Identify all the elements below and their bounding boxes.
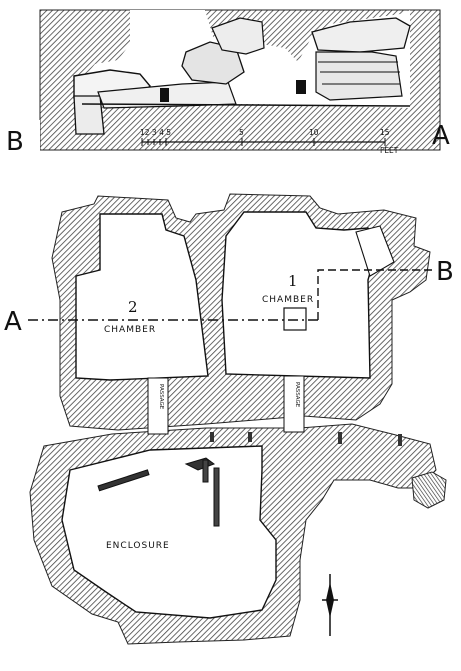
wall-stone [338,432,342,444]
section-label-right: A [432,121,450,151]
ground-plan [29,193,447,645]
enclosure-stone-3 [213,467,220,527]
passage-left-label: PASSAGE [158,384,164,410]
section-mid-stone [181,41,245,85]
passage-left-gap [147,377,169,435]
section-line-a-label: A [4,307,22,337]
scale-bar [141,138,386,146]
scale-unit: FEET [380,146,399,155]
section-upper-stone [211,17,265,55]
passage-right-gap [283,375,305,433]
wall-stone [210,432,214,442]
section-line-b [317,269,432,320]
chamber-2-number: 2 [128,298,138,316]
wall-stone [398,434,402,446]
enclosure-stone-4 [202,459,209,483]
section-line-b-label: B [436,257,454,287]
chamber-1-number: 1 [288,272,298,290]
section-elevation [39,9,441,151]
section-left-block [73,95,105,135]
scale-tick-10: 10 [309,128,319,137]
scale-tick-0: 12 3 4 5 [140,128,171,137]
chamber-1-pillar [283,307,307,331]
chamber-1-recess [355,225,395,277]
section-opening-right [296,80,306,94]
chamber-1-label: CHAMBER [262,295,314,305]
section-right-capstone [311,17,411,53]
section-right-stack [315,51,403,101]
north-arrow-icon [322,574,338,636]
scale-tick-5: 5 [239,128,244,137]
section-label-left: B [6,127,24,157]
wall-stone [248,432,252,442]
section-lines [28,269,432,321]
plan-outlying-stone [411,471,447,509]
passage-right-label: PASSAGE [294,382,300,408]
enclosure-stone-1 [97,469,150,492]
chamber-2-label: CHAMBER [104,325,156,335]
enclosure-floor [61,445,277,619]
enclosure-label: ENCLOSURE [106,541,170,551]
scale-tick-15: 15 [380,128,390,137]
section-opening-left [160,88,169,102]
